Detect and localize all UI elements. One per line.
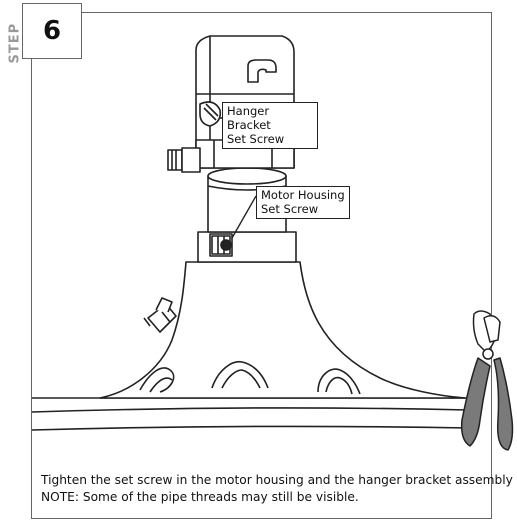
motor-housing-set-screw [211,235,232,255]
motor-housing-callout: Motor Housing Set Screw [256,186,350,219]
caption-line-2: NOTE: Some of the pipe threads may still… [41,490,359,504]
side-screw [143,297,177,333]
instruction-caption: Tighten the set screw in the motor housi… [41,472,513,506]
motor-housing-flare [99,261,466,399]
caption-line-1: Tighten the set screw in the motor housi… [41,473,513,487]
hanger-bracket-set-screw [167,101,222,173]
step-number-box: 6 [22,3,82,59]
instruction-frame [31,12,492,519]
motor-housing-leader [231,195,257,239]
step-number: 6 [42,16,62,46]
hanger-bracket-callout: Hanger Bracket Set Screw [222,102,318,149]
pliers-icon [460,310,514,451]
